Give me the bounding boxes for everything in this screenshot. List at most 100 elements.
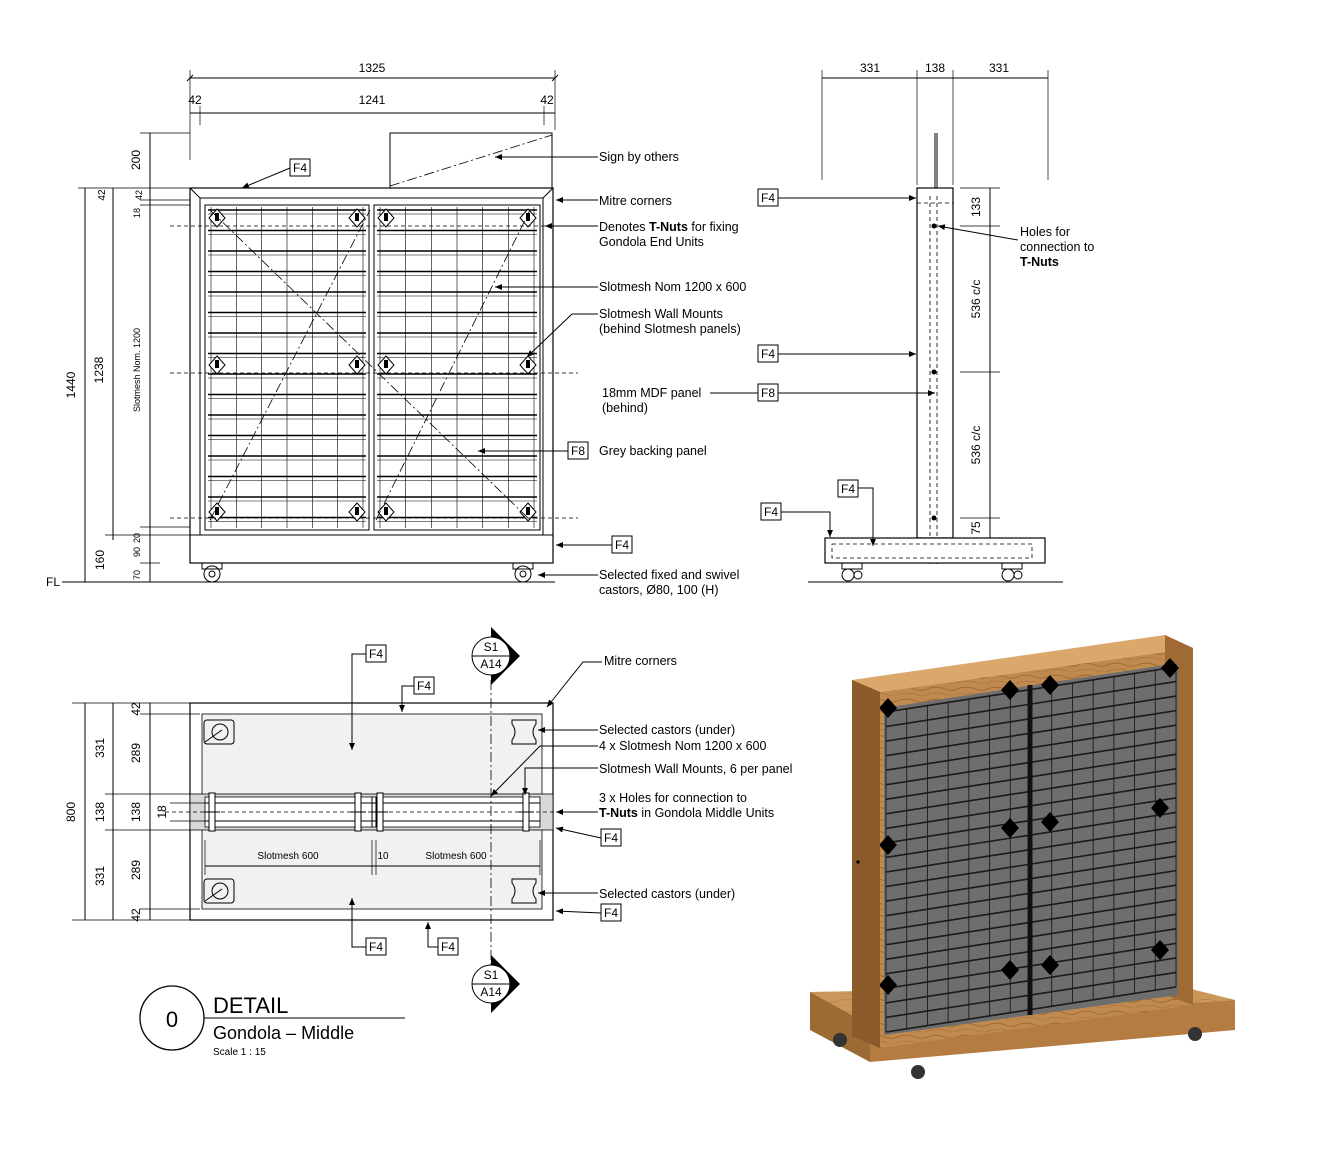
callout-sign: Sign by others <box>599 150 679 164</box>
side-dim-cc2: 536 c/c <box>969 426 983 465</box>
plan-dim-bot-42: 42 <box>129 908 143 922</box>
iso-mount-icon <box>1001 960 1019 980</box>
callout-slotmesh: Slotmesh Nom 1200 x 600 <box>599 280 746 294</box>
dim-overall-width: 1325 <box>359 61 386 75</box>
plan-callout-castors-bottom: Selected castors (under) <box>599 887 735 901</box>
plan-dim-bot-289: 289 <box>129 860 143 880</box>
plan-castor-bl <box>203 878 235 904</box>
dim-base-90: 90 <box>132 547 142 557</box>
iso-mount-icon <box>1041 955 1059 975</box>
detail-number: 0 <box>166 1007 178 1032</box>
callout-castors-2: castors, Ø80, 100 (H) <box>599 583 719 597</box>
svg-text:F4: F4 <box>841 482 855 496</box>
plan-dim-mid-138b: 138 <box>129 802 143 822</box>
dim-left-frame: 42 <box>188 93 202 107</box>
dim-base-70: 70 <box>132 570 142 580</box>
plan-callout-mitre: Mitre corners <box>604 654 677 668</box>
section-marker-bottom: S1 A14 <box>471 955 520 1013</box>
callout-mounts-2: (behind Slotmesh panels) <box>599 322 741 336</box>
svg-text:F4: F4 <box>604 831 618 845</box>
front-elevation: 1325 1241 42 42 200 42 42 18 1440 1238 S… <box>46 61 746 597</box>
iso-mount-icon <box>1161 658 1179 678</box>
svg-text:S1: S1 <box>484 968 499 982</box>
iso-mount-icon <box>1151 798 1169 818</box>
iso-mount-icon <box>1041 675 1059 695</box>
svg-text:F4: F4 <box>369 940 383 954</box>
floor-level-label: FL <box>46 575 60 589</box>
dim-slotmesh-height: Slotmesh Nom. 1200 <box>132 328 142 412</box>
plan-callout-castors-top: Selected castors (under) <box>599 723 735 737</box>
iso-mount-icon <box>879 698 897 718</box>
svg-text:A14: A14 <box>480 657 502 671</box>
callout-backing: Grey backing panel <box>599 444 707 458</box>
dim-sign: 200 <box>129 150 143 170</box>
side-elevation: 331 138 331 133 536 c/c 536 c/c 75 Holes… <box>602 61 1094 583</box>
svg-text:F8: F8 <box>571 444 585 458</box>
svg-text:F8: F8 <box>761 386 775 400</box>
side-callout-mdf-2: (behind) <box>602 401 648 415</box>
side-callout-mdf-1: 18mm MDF panel <box>602 386 701 400</box>
plan-wall-mounts <box>204 792 534 832</box>
side-dim-bottom: 75 <box>969 521 983 535</box>
callout-mounts: Slotmesh Wall Mounts <box>599 307 723 321</box>
dim-inner-width: 1241 <box>359 93 386 107</box>
plan-dim-total: 800 <box>64 802 78 822</box>
plan-callout-holes-1: 3 x Holes for connection to <box>599 791 747 805</box>
side-dim-cc1: 536 c/c <box>969 280 983 319</box>
detail-title: DETAIL <box>213 993 288 1018</box>
detail-subtitle: Gondola – Middle <box>213 1023 354 1043</box>
plan-dim-gap: 10 <box>377 851 389 862</box>
svg-text:F4: F4 <box>764 505 778 519</box>
plan-dim-bot-331: 331 <box>93 866 107 886</box>
dim-top-frame-b: 42 <box>134 190 144 200</box>
castor-right-front <box>512 562 534 583</box>
detail-scale: Scale 1 : 15 <box>213 1047 266 1058</box>
tag-f4-top <box>289 158 311 177</box>
svg-text:S1: S1 <box>484 640 499 654</box>
plan-dim-mid-138: 138 <box>93 802 107 822</box>
dim-bottom-gap: 20 <box>132 533 142 543</box>
svg-text:F4: F4 <box>369 647 383 661</box>
plan-dim-mid-18: 18 <box>155 805 169 819</box>
tag-f8-front <box>567 441 589 460</box>
side-callout-holes-2: connection to <box>1020 240 1094 254</box>
callout-tnuts-2: Gondola End Units <box>599 235 704 249</box>
front-slotmesh-panels <box>204 204 541 531</box>
plan-callout-holes-2: T-Nuts in Gondola Middle Units <box>599 806 774 820</box>
plan-dim-slot-left: Slotmesh 600 <box>257 851 319 862</box>
plan-castor-tl <box>203 719 235 745</box>
plan-castor-tr <box>511 719 537 745</box>
svg-text:F4: F4 <box>604 906 618 920</box>
plan-dim-slot-right: Slotmesh 600 <box>425 851 487 862</box>
dim-top-gap: 18 <box>132 208 142 218</box>
side-dim-mid: 138 <box>925 61 945 75</box>
svg-text:F4: F4 <box>761 191 775 205</box>
iso-mount-icon <box>1041 812 1059 832</box>
svg-text:F4: F4 <box>615 538 629 552</box>
side-callout-holes-1: Holes for <box>1020 225 1070 239</box>
dim-height-total: 1440 <box>64 371 78 398</box>
plan-callout-mounts: Slotmesh Wall Mounts, 6 per panel <box>599 762 792 776</box>
svg-text:F4: F4 <box>417 679 431 693</box>
side-callout-holes-3: T-Nuts <box>1020 255 1059 269</box>
iso-mount-icon <box>1151 940 1169 960</box>
plan-dim-top-331: 331 <box>93 738 107 758</box>
side-dim-top: 133 <box>969 197 983 217</box>
callout-tnuts: Denotes T-Nuts for fixing <box>599 220 739 234</box>
dim-base-height: 160 <box>93 550 107 570</box>
side-castors <box>841 562 1023 582</box>
plan-dim-top-42: 42 <box>129 702 143 716</box>
castor-left-front <box>201 562 223 583</box>
iso-mount-icon <box>1001 680 1019 700</box>
iso-mount-icon <box>879 835 897 855</box>
plan-castor-br <box>511 878 537 904</box>
slotmesh-panel <box>373 204 541 531</box>
title-block: 0 DETAIL Gondola – Middle Scale 1 : 15 <box>139 985 405 1058</box>
svg-text:F4: F4 <box>293 161 307 175</box>
callout-mitre: Mitre corners <box>599 194 672 208</box>
side-dim-right: 331 <box>989 61 1009 75</box>
plan-dim-top-289: 289 <box>129 743 143 763</box>
plan-view: S1 A14 S1 A14 800 331 138 331 42 289 138… <box>64 627 792 1013</box>
svg-text:F4: F4 <box>761 347 775 361</box>
